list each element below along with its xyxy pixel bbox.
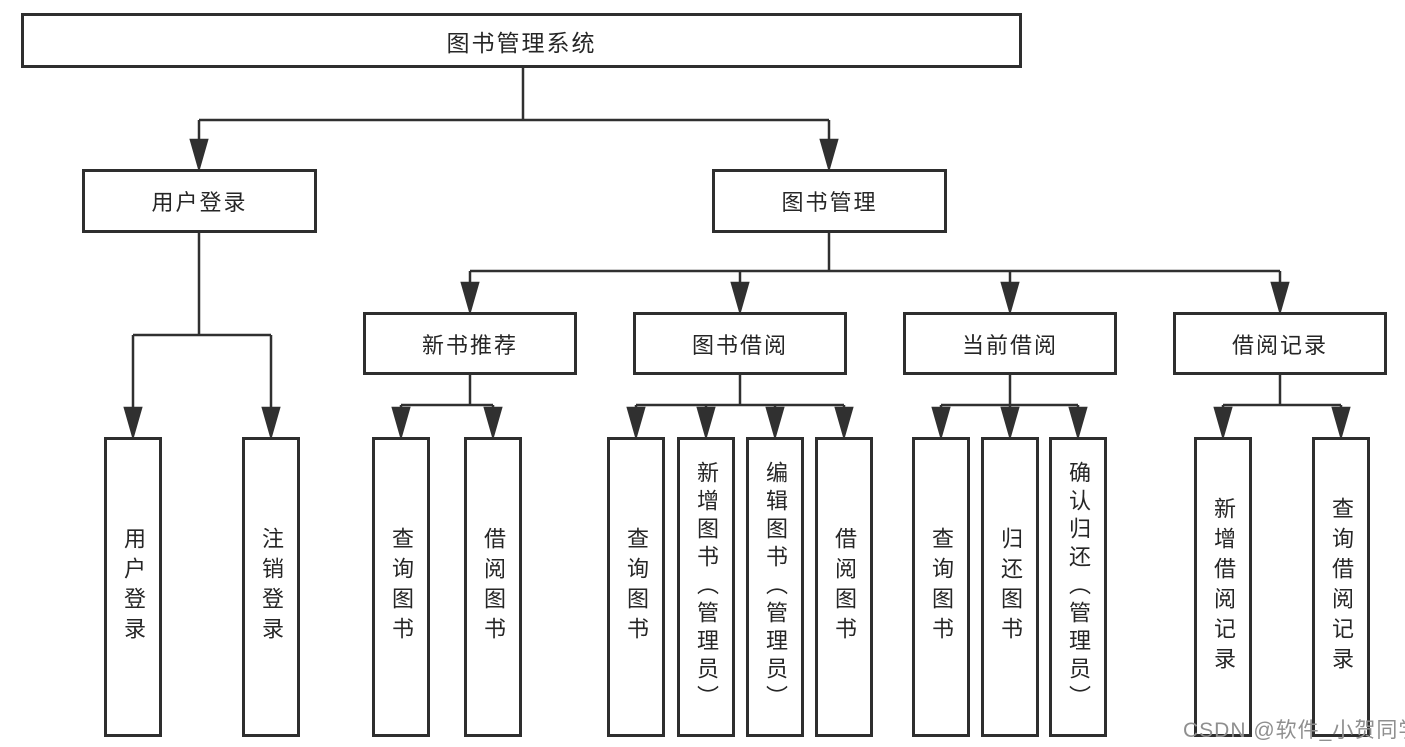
connector-root-to-level2: [189, 68, 839, 173]
leaf-logout: 注销登录: [242, 437, 300, 737]
node-book-mgmt: 图书管理: [712, 169, 947, 233]
watermark: CSDN @软件_小贺同学: [1183, 719, 1405, 742]
node-book-borrow: 图书借阅: [633, 312, 847, 375]
leaf-bookborrow-edit-books: 编辑图书（管理员）: [746, 437, 804, 737]
node-root: 图书管理系统: [21, 13, 1022, 68]
leaf-user-login: 用户登录: [104, 437, 162, 737]
connector-book-borrow-children: [626, 375, 854, 441]
node-user-login: 用户登录: [82, 169, 317, 233]
leaf-bookborrow-borrow-books: 借阅图书: [815, 437, 873, 737]
leaf-bookborrow-query-books: 查询图书: [607, 437, 665, 737]
leaf-newbookrec-query-books: 查询图书: [372, 437, 430, 737]
leaf-bookborrow-add-books: 新增图书（管理员）: [677, 437, 735, 737]
node-current-borrow: 当前借阅: [903, 312, 1117, 375]
leaf-currentborrow-confirm-return: 确认归还（管理员）: [1049, 437, 1107, 737]
leaf-records-add-record: 新增借阅记录: [1194, 437, 1252, 737]
connector-current-borrow-children: [931, 375, 1088, 441]
connector-borrow-records-children: [1213, 375, 1351, 441]
leaf-currentborrow-query-books: 查询图书: [912, 437, 970, 737]
leaf-currentborrow-return-books: 归还图书: [981, 437, 1039, 737]
connector-user-login-children: [123, 233, 281, 441]
connector-new-book-rec-children: [391, 375, 503, 441]
node-borrow-records: 借阅记录: [1173, 312, 1387, 375]
connector-book-mgmt-children: [460, 233, 1290, 316]
node-new-book-rec: 新书推荐: [363, 312, 577, 375]
leaf-newbookrec-borrow-books: 借阅图书: [464, 437, 522, 737]
leaf-records-query-record: 查询借阅记录: [1312, 437, 1370, 737]
